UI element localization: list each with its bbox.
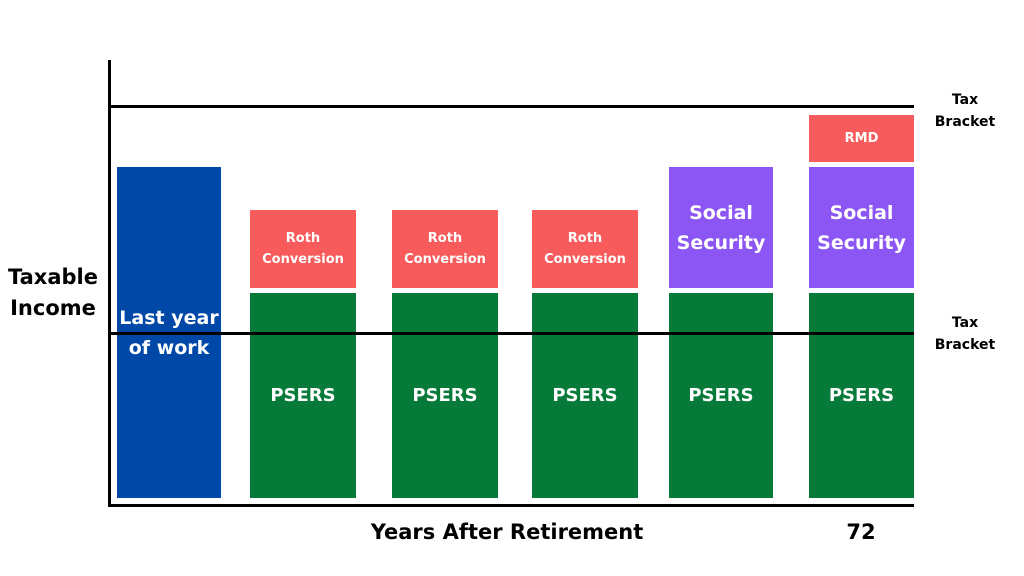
block-label-line: Conversion	[262, 252, 344, 267]
block-label-line: Roth	[427, 231, 463, 246]
block-label-line: PSERS	[412, 384, 478, 406]
block-label-line: Roth	[567, 231, 603, 246]
block-label-line: PSERS	[828, 384, 895, 406]
block-psers: PSERS	[250, 293, 356, 498]
block-label-line: Security	[676, 231, 766, 254]
block-psers: PSERS	[532, 293, 638, 498]
x-axis	[108, 504, 914, 507]
lower-tax-bracket-label-line-1: Tax	[951, 315, 979, 331]
upper-tax-bracket-label: Tax Bracket	[928, 89, 1002, 133]
block-label-line: PSERS	[270, 384, 336, 406]
block-label-line: Last year	[119, 306, 219, 329]
block-label-line: RMD	[844, 131, 879, 146]
block-label-line: Roth	[285, 231, 321, 246]
y-axis-label-line-2: Income	[10, 296, 96, 320]
upper-tax-bracket-line	[108, 105, 914, 108]
block-label-line: Social	[689, 201, 753, 224]
block-rmd: RMD	[809, 115, 914, 162]
lower-tax-bracket-label: Tax Bracket	[928, 312, 1002, 356]
block-label-line: Conversion	[544, 252, 626, 267]
y-axis	[108, 60, 111, 507]
upper-tax-bracket-label-line-1: Tax	[951, 92, 979, 108]
block-psers: PSERS	[669, 293, 773, 498]
x-axis-label: Years After Retirement	[370, 520, 644, 544]
block-psers: PSERS	[392, 293, 498, 498]
y-axis-label-line-1: Taxable	[8, 265, 98, 289]
y-axis-label: Taxable Income	[2, 262, 104, 324]
block-label-line: of work	[128, 336, 210, 359]
age-72-label: 72	[846, 520, 876, 544]
lower-tax-bracket-label-line-2: Bracket	[934, 337, 996, 353]
block-label-line: Conversion	[404, 252, 486, 267]
block-label-line: PSERS	[688, 384, 754, 406]
lower-tax-bracket-line	[108, 332, 914, 335]
upper-tax-bracket-label-line-2: Bracket	[934, 114, 996, 130]
block-label-line: Security	[817, 231, 906, 254]
block-psers: PSERS	[809, 293, 914, 498]
block-label-line: Social	[829, 201, 894, 224]
block-label-line: PSERS	[552, 384, 618, 406]
